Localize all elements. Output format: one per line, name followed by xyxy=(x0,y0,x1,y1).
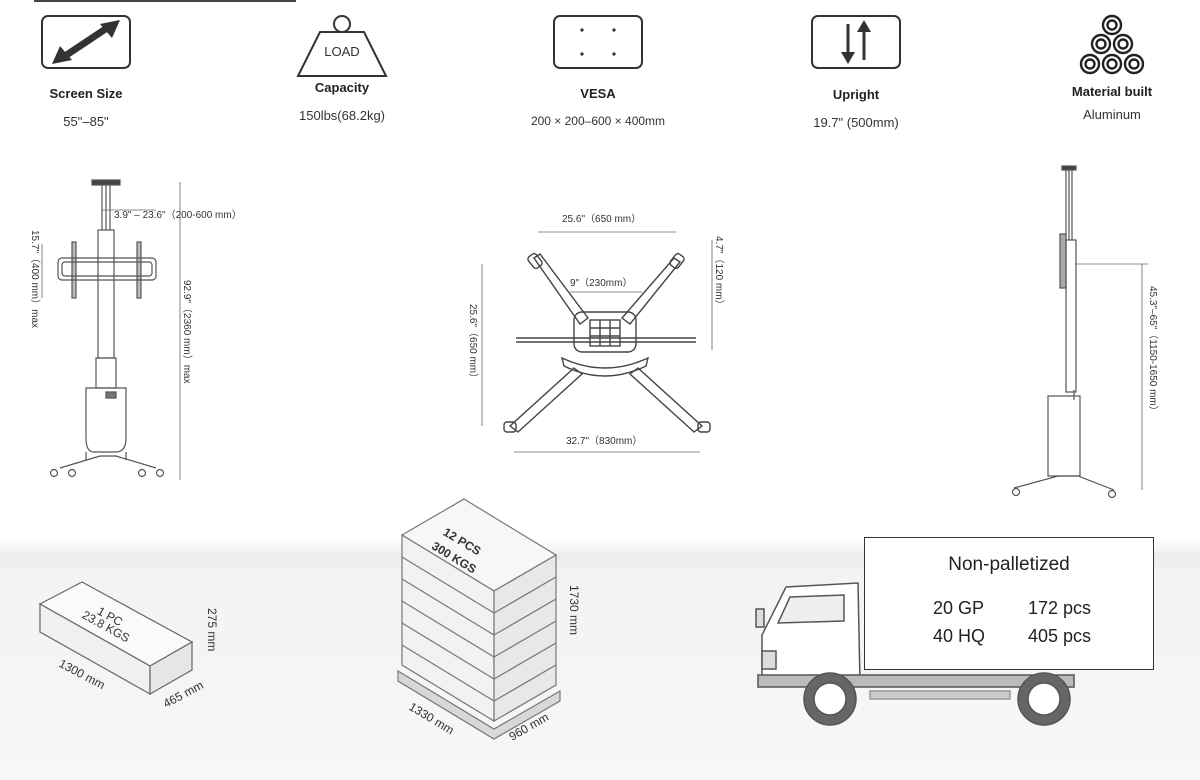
single-box-height: 275 mm xyxy=(205,608,219,651)
vesa-pattern-icon xyxy=(553,15,643,69)
container-qty: 405 pcs xyxy=(1028,626,1092,646)
spec-value: 55"–85" xyxy=(63,114,109,129)
container-type: 40 HQ xyxy=(933,626,986,646)
weight-icon: LOAD xyxy=(296,15,388,77)
spec-label: Upright xyxy=(832,87,880,102)
spec-vesa: VESA 200 × 200–600 × 400mm xyxy=(518,14,678,128)
top-base-width-dimension: 32.7"（830mm） xyxy=(566,435,642,447)
top-side-dimension: 4.7"（120 mm） xyxy=(713,236,725,310)
spec-material: Material built Aluminum xyxy=(1032,14,1192,122)
spec-screen-size: Screen Size 55"–85" xyxy=(6,14,166,129)
weight-icon-text: LOAD xyxy=(324,44,359,59)
spec-capacity: LOAD Capacity 150lbs(68.2kg) xyxy=(262,14,422,123)
top-view-drawing: 25.6"（650 mm） 4.7"（120 mm） 9"（230mm） 25.… xyxy=(467,213,725,453)
spec-value: 200 × 200–600 × 400mm xyxy=(530,114,666,128)
spec-label: Screen Size xyxy=(49,86,123,101)
front-width-dimension: 3.9" – 23.6"（200-600 mm） xyxy=(114,209,242,221)
spec-upright: Upright 19.7" (500mm) xyxy=(776,14,936,130)
spec-label: VESA xyxy=(580,86,616,101)
top-arm-span-dimension: 25.6"（650 mm） xyxy=(562,213,641,225)
diagonal-arrow-icon xyxy=(41,15,131,69)
side-view-drawing: 45.3"–65"（1150-1650 mm） xyxy=(1011,165,1159,499)
pallet-height: 1730 mm xyxy=(567,585,581,635)
shipping-row: 20 GP 172 pcs xyxy=(933,598,1091,619)
top-rule xyxy=(34,0,296,2)
spec-value: 150lbs(68.2kg) xyxy=(299,108,385,123)
material-rolls-icon xyxy=(1079,14,1145,75)
spec-value: 19.7" (500mm) xyxy=(813,115,899,130)
side-height-dimension: 45.3"–65"（1150-1650 mm） xyxy=(1147,286,1159,416)
container-qty: 172 pcs xyxy=(1028,598,1092,618)
front-view-drawing: 3.9" – 23.6"（200-600 mm） 15.7"（400 mm）ma… xyxy=(29,179,242,480)
truck-drawing xyxy=(755,582,1075,726)
top-depth-dimension: 25.6"（650 mm） xyxy=(467,304,479,383)
shipping-row: 40 HQ 405 pcs xyxy=(933,626,1091,647)
spec-label: Capacity xyxy=(314,80,370,95)
spec-label: Material built xyxy=(1071,84,1153,99)
shipping-title: Non-palletized xyxy=(948,554,1070,575)
spec-value: Aluminum xyxy=(1083,107,1141,122)
front-height-dimension: 15.7"（400 mm）max xyxy=(29,230,41,328)
up-down-arrows-icon xyxy=(811,15,901,69)
top-inner-width-dimension: 9"（230mm） xyxy=(570,277,632,289)
front-total-height-dimension: 92.9"（2360 mm）max xyxy=(181,280,193,384)
container-type: 20 GP xyxy=(933,598,985,618)
shipping-info-panel: Non-palletized 20 GP 172 pcs 40 HQ 405 pcs xyxy=(864,537,1154,670)
pallet-drawing: 12 PCS 300 KGS 1730 mm 1330 mm 960 mm xyxy=(397,498,581,744)
single-box-drawing: 1 PC 23.8 KGS 1300 mm 465 mm 275 mm xyxy=(38,581,219,711)
